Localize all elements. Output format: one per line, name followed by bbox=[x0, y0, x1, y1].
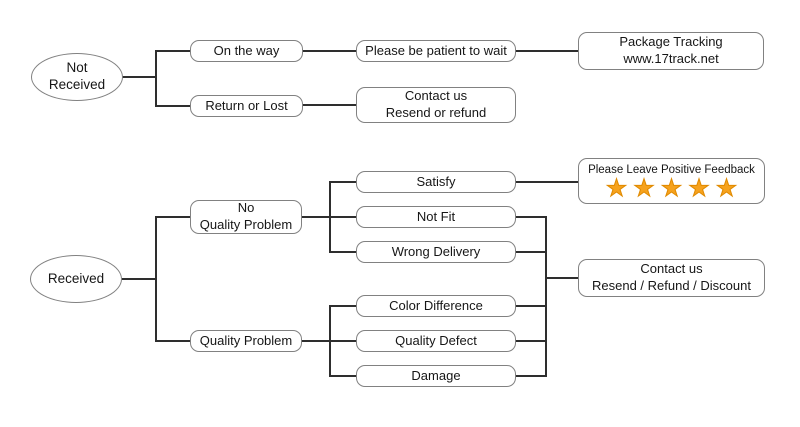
connector-to-no-quality-problem bbox=[156, 216, 190, 218]
node-package-tracking-url: www.17track.net bbox=[623, 51, 719, 66]
connector-to-on-the-way bbox=[156, 50, 190, 52]
connector-no-quality-vertical bbox=[329, 181, 331, 253]
connector-to-damage bbox=[329, 375, 356, 377]
node-no-quality-line1: No bbox=[237, 200, 255, 216]
node-no-quality-line2: Quality Problem bbox=[199, 217, 293, 232]
connector-merge-vertical bbox=[545, 216, 547, 377]
node-color-difference: Color Difference bbox=[356, 295, 516, 317]
node-wrong-delivery-label: Wrong Delivery bbox=[391, 243, 481, 259]
connector-to-color-difference bbox=[329, 305, 356, 307]
node-satisfy: Satisfy bbox=[356, 171, 516, 193]
connector-to-satisfy bbox=[329, 181, 356, 183]
node-not-fit-label: Not Fit bbox=[416, 208, 456, 224]
connector-to-quality-problem bbox=[156, 340, 190, 342]
connector-quality-defect-out bbox=[516, 340, 547, 342]
node-received: Received bbox=[30, 255, 122, 303]
node-package-tracking-line1: Package Tracking bbox=[619, 34, 723, 50]
node-please-be-patient-label: Please be patient to wait bbox=[365, 42, 507, 58]
node-received-label: Received bbox=[47, 270, 105, 286]
connector-to-return-or-lost bbox=[156, 105, 190, 107]
node-on-the-way: On the way bbox=[190, 40, 303, 62]
connector-bottom-branch-vertical bbox=[155, 216, 157, 342]
connector-not-fit-out bbox=[516, 216, 547, 218]
connector-to-wrong-delivery bbox=[329, 251, 356, 253]
node-package-tracking: Package Tracking www.17track.net bbox=[578, 32, 764, 70]
connector-quality-vertical bbox=[329, 305, 331, 377]
node-damage: Damage bbox=[356, 365, 516, 387]
node-positive-feedback: Please Leave Positive Feedback ★★★★★ bbox=[578, 158, 765, 204]
node-color-difference-label: Color Difference bbox=[389, 297, 483, 313]
node-quality-defect: Quality Defect bbox=[356, 330, 516, 352]
node-no-quality-problem: No Quality Problem bbox=[190, 200, 302, 234]
node-not-received-line2: Received bbox=[48, 77, 106, 92]
node-quality-problem-label: Quality Problem bbox=[199, 332, 293, 348]
node-quality-problem: Quality Problem bbox=[190, 330, 302, 352]
node-on-the-way-label: On the way bbox=[213, 42, 280, 58]
node-contact-us-line2: Resend or refund bbox=[385, 105, 487, 120]
node-not-received: Not Received bbox=[31, 53, 123, 101]
node-positive-feedback-label: Please Leave Positive Feedback bbox=[588, 164, 755, 176]
connector-not-received-branch bbox=[122, 76, 157, 78]
node-return-or-lost: Return or Lost bbox=[190, 95, 303, 117]
node-contact-us-received-line2: Resend / Refund / Discount bbox=[592, 278, 751, 293]
connector-top-branch-vertical bbox=[155, 50, 157, 107]
node-quality-defect-label: Quality Defect bbox=[395, 332, 477, 348]
connector-received-branch bbox=[122, 278, 157, 280]
connector-return-to-contact bbox=[303, 104, 356, 106]
five-star-rating-icon: ★★★★★ bbox=[605, 174, 744, 202]
node-contact-us-received: Contact us Resend / Refund / Discount bbox=[578, 259, 765, 297]
connector-color-difference-out bbox=[516, 305, 547, 307]
connector-wrong-delivery-out bbox=[516, 251, 547, 253]
node-not-fit: Not Fit bbox=[356, 206, 516, 228]
node-satisfy-label: Satisfy bbox=[416, 173, 456, 189]
node-contact-us-line1: Contact us bbox=[404, 88, 468, 104]
node-damage-label: Damage bbox=[411, 367, 461, 383]
connector-damage-out bbox=[516, 375, 547, 377]
node-return-or-lost-label: Return or Lost bbox=[205, 97, 288, 113]
node-wrong-delivery: Wrong Delivery bbox=[356, 241, 516, 263]
connector-patient-to-tracking bbox=[516, 50, 578, 52]
connector-satisfy-to-feedback bbox=[516, 181, 578, 183]
node-not-received-line1: Not bbox=[66, 60, 88, 76]
node-please-be-patient: Please be patient to wait bbox=[356, 40, 516, 62]
connector-merge-to-contact bbox=[546, 277, 578, 279]
node-contact-us-received-line1: Contact us bbox=[640, 261, 703, 277]
connector-on-the-way-to-patient bbox=[303, 50, 356, 52]
node-contact-us-not-received: Contact us Resend or refund bbox=[356, 87, 516, 123]
